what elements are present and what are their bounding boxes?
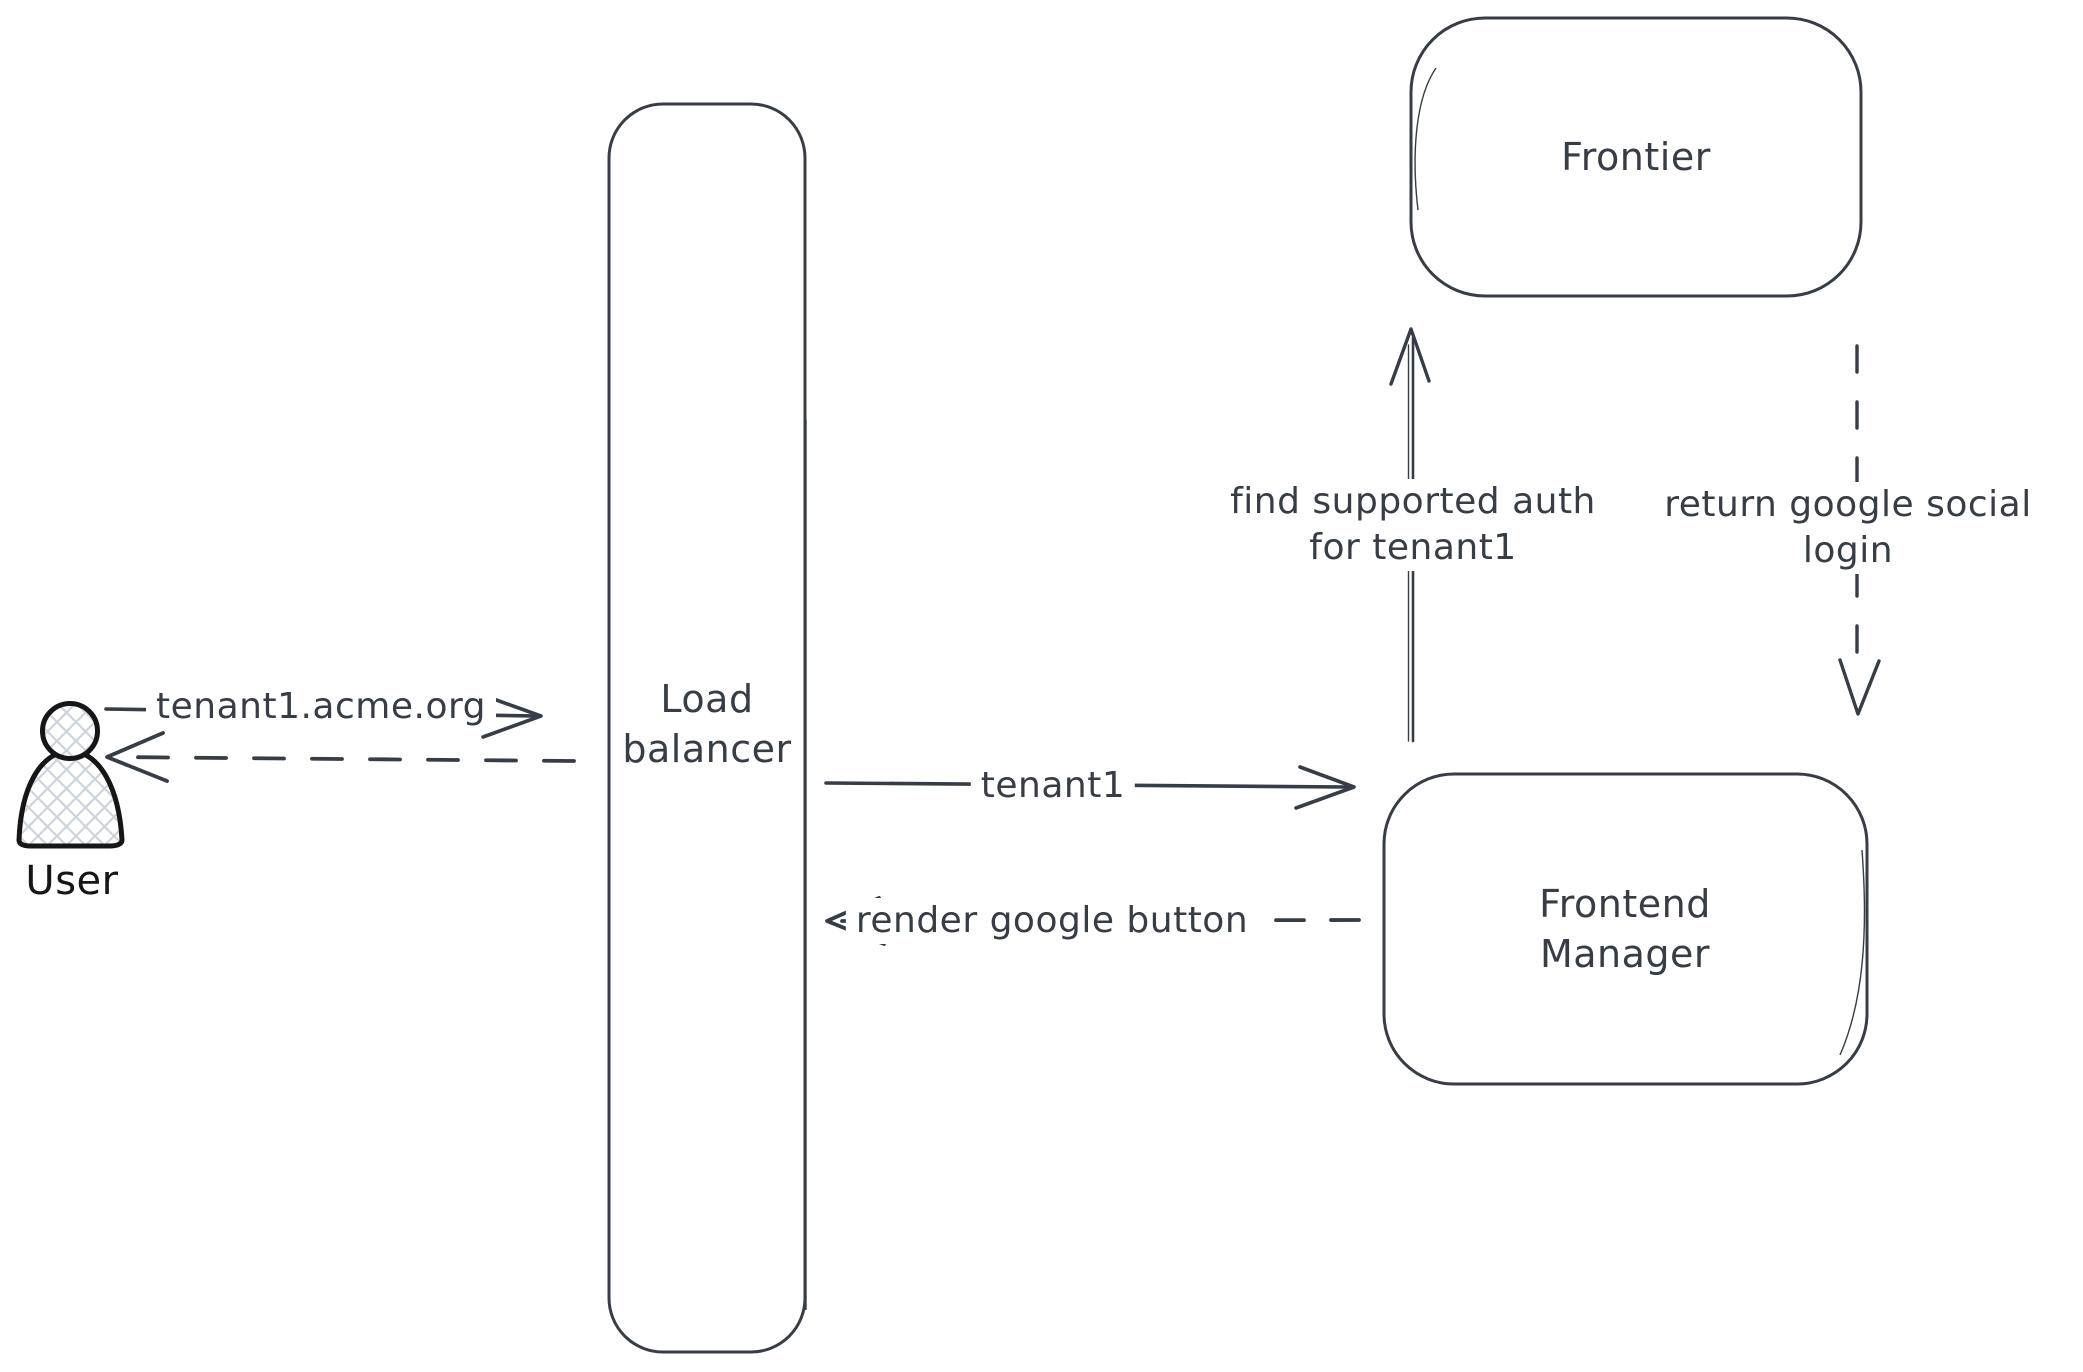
arrowhead-left: [105, 731, 169, 783]
arrow-label-request-domain: tenant1.acme.org: [146, 684, 496, 730]
arrow-label-return-google-social-login: return google social login: [1654, 482, 2042, 574]
arrowhead-down: [1838, 658, 1881, 716]
frontend-manager-label: Frontend Manager: [1539, 882, 1711, 976]
arrowhead-up: [1389, 327, 1431, 386]
user-label: User: [25, 858, 119, 904]
frontend-manager-box-sketch-stroke: [1839, 849, 1866, 1056]
frontend-manager-box: [1382, 772, 1869, 1086]
frontier-label: Frontier: [1561, 135, 1711, 179]
load-balancer-box: [607, 102, 807, 1354]
arrow-label-render-google-button: render google button: [845, 898, 1259, 944]
arrowhead-right: [481, 695, 543, 739]
frontier-box-sketch-stroke: [1414, 67, 1437, 211]
frontier-box: [1409, 16, 1863, 298]
arrow-label-find-supported-auth: find supported auth for tenant1: [1220, 479, 1606, 571]
arrow-response-to-user: [105, 731, 576, 783]
load-balancer-label: Load balancer: [622, 677, 792, 771]
user-head: [40, 701, 100, 761]
arrowhead-right: [1294, 765, 1356, 810]
arrow-return-google-social-login: [1838, 344, 1881, 716]
user-person-icon: [16, 701, 125, 849]
arrow-label-forward-tenant: tenant1: [970, 763, 1136, 809]
user-body: [16, 748, 125, 849]
